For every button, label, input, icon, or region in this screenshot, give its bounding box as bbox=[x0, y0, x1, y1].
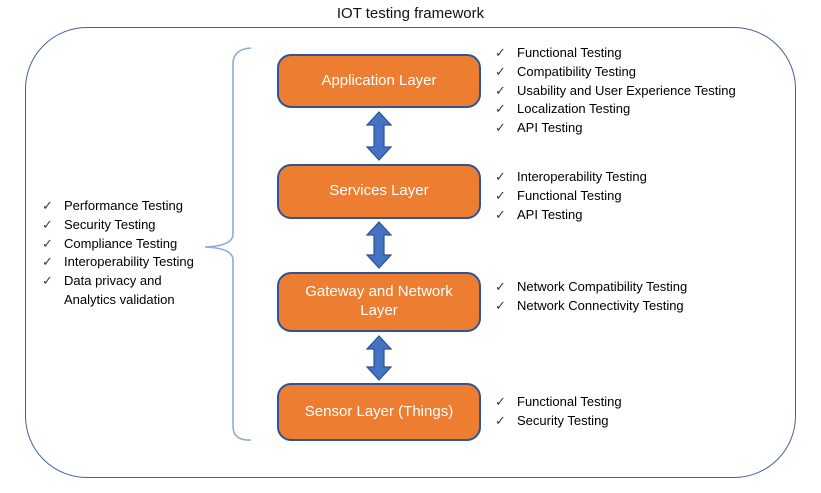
list-item: ✓ Compliance Testing bbox=[42, 235, 216, 254]
list-item-label: Performance Testing bbox=[64, 198, 183, 213]
list-item-label: Compatibility Testing bbox=[517, 63, 636, 79]
list-item: ✓ Usability and User Experience Testing bbox=[495, 82, 736, 101]
list-item: ✓ Security Testing bbox=[495, 412, 622, 431]
list-item-label: Security Testing bbox=[64, 216, 156, 232]
check-icon: ✓ bbox=[495, 206, 506, 222]
list-item-label: Localization Testing bbox=[517, 101, 631, 117]
list-item: ✓ Localization Testing bbox=[495, 100, 736, 119]
list-item-label: Interoperability Testing bbox=[517, 169, 647, 184]
layer-box-services: Services Layer bbox=[277, 164, 481, 219]
list-item: ✓ Network Connectivity Testing bbox=[495, 297, 687, 316]
application-layer-test-list: ✓ Functional Testing ✓ Compatibility Tes… bbox=[495, 44, 736, 138]
cross-layer-test-list: ✓ Performance Testing ✓ Security Testing… bbox=[42, 197, 216, 310]
services-layer-test-list: ✓ Interoperability Testing ✓ Functional … bbox=[495, 168, 647, 224]
list-item: ✓ Compatibility Testing bbox=[495, 63, 736, 82]
check-icon: ✓ bbox=[495, 412, 506, 428]
list-item-label: Network Compatibility Testing bbox=[517, 279, 688, 294]
list-item: ✓ Performance Testing bbox=[42, 197, 216, 216]
list-item: ✓ Functional Testing bbox=[495, 393, 622, 412]
list-item-label: Compliance Testing bbox=[64, 235, 178, 251]
check-icon: ✓ bbox=[495, 101, 506, 117]
check-icon: ✓ bbox=[42, 235, 53, 251]
page-title: IOT testing framework bbox=[336, 5, 485, 22]
list-item-label: Functional Testing bbox=[517, 187, 622, 203]
list-item-label: API Testing bbox=[517, 120, 583, 136]
check-icon: ✓ bbox=[495, 82, 506, 98]
check-icon: ✓ bbox=[42, 216, 53, 232]
list-item: ✓ Security Testing bbox=[42, 216, 216, 235]
layer-box-label: Gateway and Network Layer bbox=[305, 283, 453, 319]
check-icon: ✓ bbox=[495, 120, 506, 136]
list-item: ✓ Functional Testing bbox=[495, 44, 736, 63]
check-icon: ✓ bbox=[495, 394, 506, 409]
list-item: ✓ Functional Testing bbox=[495, 187, 647, 206]
list-item: ✓ API Testing bbox=[495, 206, 647, 225]
layer-box-label: Services Layer bbox=[329, 182, 429, 200]
check-icon: ✓ bbox=[42, 198, 53, 213]
list-item-label: Data privacy and Analytics validation bbox=[64, 273, 175, 307]
list-item: ✓ API Testing bbox=[495, 119, 736, 138]
list-item-label: Functional Testing bbox=[517, 45, 622, 60]
check-icon: ✓ bbox=[42, 254, 53, 270]
check-icon: ✓ bbox=[495, 297, 506, 313]
list-item-label: API Testing bbox=[517, 206, 583, 222]
list-item-label: Usability and User Experience Testing bbox=[517, 82, 736, 98]
layer-box-application: Application Layer bbox=[277, 54, 481, 108]
sensor-layer-test-list: ✓ Functional Testing ✓ Security Testing bbox=[495, 393, 622, 431]
layer-box-label: Sensor Layer (Things) bbox=[304, 402, 454, 420]
check-icon: ✓ bbox=[495, 187, 506, 203]
list-item-label: Interoperability Testing bbox=[64, 254, 194, 270]
check-icon: ✓ bbox=[42, 273, 53, 289]
check-icon: ✓ bbox=[495, 45, 506, 60]
list-item: ✓ Interoperability Testing bbox=[42, 253, 216, 272]
layer-box-label: Application Layer bbox=[321, 71, 437, 89]
list-item-label: Security Testing bbox=[517, 412, 609, 428]
layer-box-sensor: Sensor Layer (Things) bbox=[277, 383, 481, 441]
layer-box-gateway-network: Gateway and Network Layer bbox=[277, 272, 481, 332]
outer-rounded-frame bbox=[25, 27, 796, 478]
check-icon: ✓ bbox=[495, 169, 506, 184]
list-item: ✓ Interoperability Testing bbox=[495, 168, 647, 187]
gateway-layer-test-list: ✓ Network Compatibility Testing ✓ Networ… bbox=[495, 278, 687, 316]
check-icon: ✓ bbox=[495, 63, 506, 79]
list-item-label: Functional Testing bbox=[517, 394, 622, 409]
list-item: ✓ Network Compatibility Testing bbox=[495, 278, 687, 297]
check-icon: ✓ bbox=[495, 279, 506, 294]
list-item-label: Network Connectivity Testing bbox=[517, 297, 684, 313]
list-item: ✓ Data privacy and Analytics validation bbox=[42, 272, 216, 310]
